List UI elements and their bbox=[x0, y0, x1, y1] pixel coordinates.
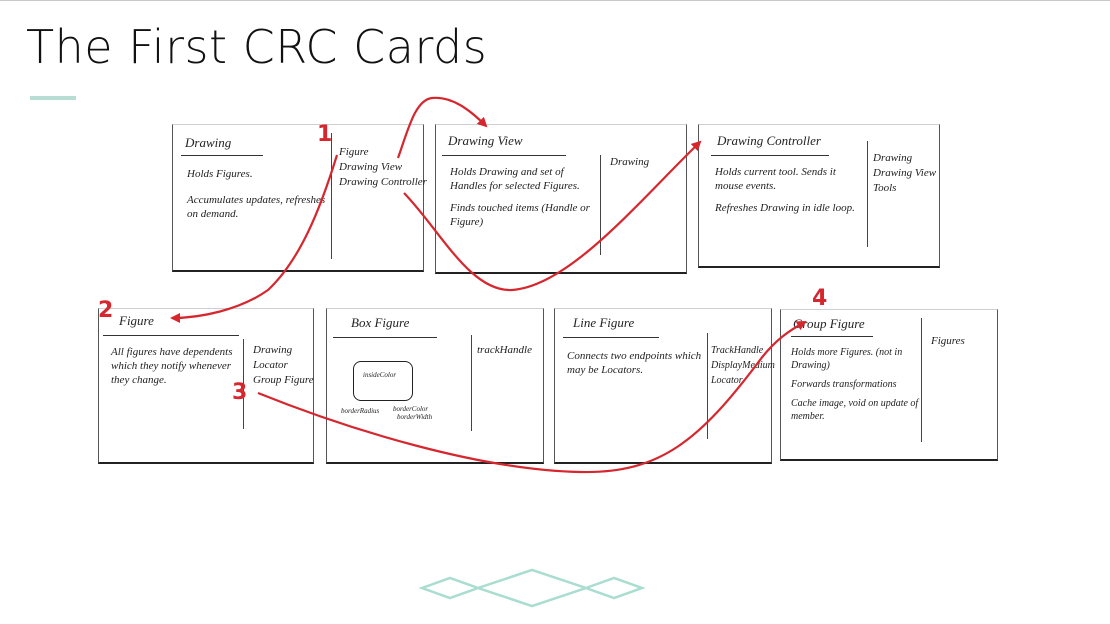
responsibility: Holds current tool. Sends it mouse event… bbox=[715, 166, 836, 192]
responsibilities: Holds more Figures. (not in Drawing) For… bbox=[791, 346, 919, 431]
responsibility: Holds more Figures. (not in Drawing) bbox=[791, 347, 903, 371]
collaborators: Drawing Locator Group Figure bbox=[253, 343, 314, 388]
diamond-left bbox=[418, 576, 482, 600]
collaborator: Figures bbox=[931, 335, 965, 347]
responsibility: Finds touched items (Handle or Figure) bbox=[450, 202, 590, 228]
sketch-label-border-width: borderWidth bbox=[397, 413, 433, 421]
responsibility: Accumulates updates, refreshes on demand… bbox=[187, 194, 326, 220]
collaborator: Figure bbox=[339, 146, 369, 158]
card-title: Drawing Controller bbox=[717, 133, 821, 148]
responsibility: Connects two endpoints which may be Loca… bbox=[567, 350, 702, 376]
title-underline bbox=[181, 155, 263, 156]
crc-card-drawing-view: Drawing View Holds Drawing and set of Ha… bbox=[435, 124, 687, 274]
card-title: Drawing bbox=[185, 135, 232, 150]
responsibilities: Connects two endpoints which may be Loca… bbox=[567, 349, 703, 385]
responsibility: Holds Drawing and set of Handles for sel… bbox=[450, 166, 580, 192]
decorative-diamonds bbox=[418, 568, 646, 608]
sketch-label-inside-color: insideColor bbox=[363, 371, 397, 379]
collaborators: Figure Drawing View Drawing Controller bbox=[339, 145, 427, 190]
step-number-2: 2 bbox=[98, 298, 114, 323]
step-number-4: 4 bbox=[812, 286, 828, 311]
column-divider bbox=[471, 335, 472, 431]
title-underline bbox=[442, 155, 566, 156]
crc-card-line-figure: Line Figure Connects two endpoints which… bbox=[554, 308, 775, 464]
collaborators: trackHandle bbox=[477, 343, 532, 358]
collaborator: Group Figure bbox=[253, 374, 314, 386]
collaborator: Locator bbox=[253, 359, 288, 371]
title-accent-bar bbox=[30, 96, 76, 100]
card-title: Box Figure bbox=[351, 315, 410, 330]
responsibility: Refreshes Drawing in idle loop. bbox=[715, 202, 855, 214]
diamond-center bbox=[474, 568, 590, 608]
title-underline bbox=[563, 337, 659, 338]
responsibility: Forwards transformations bbox=[791, 379, 897, 390]
collaborator: Drawing bbox=[873, 152, 913, 164]
title-underline bbox=[333, 337, 437, 338]
box-figure-sketch bbox=[353, 361, 413, 401]
collaborator: Drawing bbox=[253, 344, 293, 356]
collaborators: Drawing bbox=[610, 155, 649, 170]
card-title: Line Figure bbox=[573, 315, 635, 330]
collaborators: Drawing Drawing View Tools bbox=[873, 151, 936, 196]
slide-title: The First CRC Cards bbox=[26, 20, 488, 74]
card-title: Figure bbox=[119, 313, 154, 328]
sketch-label-border-radius: borderRadius bbox=[341, 407, 380, 415]
title-underline bbox=[711, 155, 829, 156]
column-divider bbox=[600, 155, 601, 255]
step-number-3: 3 bbox=[232, 380, 248, 405]
diamond-right bbox=[582, 576, 646, 600]
collaborator: Drawing Controller bbox=[339, 176, 427, 188]
collaborator: Drawing View bbox=[339, 161, 403, 173]
responsibilities: All figures have dependents which they n… bbox=[111, 345, 239, 395]
responsibilities: Holds Figures. Accumulates updates, refr… bbox=[187, 167, 327, 229]
column-divider bbox=[331, 133, 332, 259]
title-underline bbox=[791, 336, 873, 337]
responsibilities: Holds Drawing and set of Handles for sel… bbox=[450, 165, 590, 237]
column-divider bbox=[707, 333, 708, 439]
crc-card-group-figure: Group Figure Holds more Figures. (not in… bbox=[780, 309, 998, 461]
responsibility: Cache image, void on update of member. bbox=[791, 398, 919, 422]
collaborators: TrackHandle DisplayMedium Locator bbox=[711, 343, 775, 388]
collaborator: Tools bbox=[873, 182, 897, 194]
collaborator: Drawing bbox=[610, 156, 650, 168]
collaborator: trackHandle bbox=[477, 344, 532, 356]
crc-card-drawing-controller: Drawing Controller Holds current tool. S… bbox=[698, 124, 940, 268]
responsibility: Holds Figures. bbox=[187, 168, 253, 180]
title-underline bbox=[103, 335, 239, 336]
collaborator: TrackHandle bbox=[711, 345, 764, 356]
collaborator: Drawing View bbox=[873, 167, 937, 179]
column-divider bbox=[921, 318, 922, 442]
step-number-1: 1 bbox=[317, 122, 333, 147]
card-title: Drawing View bbox=[448, 133, 523, 148]
collaborator: Locator bbox=[711, 375, 743, 386]
card-title: Group Figure bbox=[793, 316, 865, 331]
column-divider bbox=[867, 141, 868, 247]
collaborator: DisplayMedium bbox=[711, 360, 775, 371]
sketch-label-border-color: borderColor bbox=[393, 405, 429, 413]
responsibilities: Holds current tool. Sends it mouse event… bbox=[715, 165, 861, 223]
crc-card-drawing: Drawing Holds Figures. Accumulates updat… bbox=[172, 124, 427, 272]
column-divider bbox=[243, 339, 244, 429]
responsibility: All figures have dependents which they n… bbox=[111, 346, 233, 386]
crc-card-figure: Figure All figures have dependents which… bbox=[98, 308, 314, 464]
collaborators: Figures bbox=[931, 334, 965, 349]
top-rule bbox=[0, 0, 1110, 1]
crc-card-box-figure: Box Figure insideColor borderRadius bord… bbox=[326, 308, 544, 464]
